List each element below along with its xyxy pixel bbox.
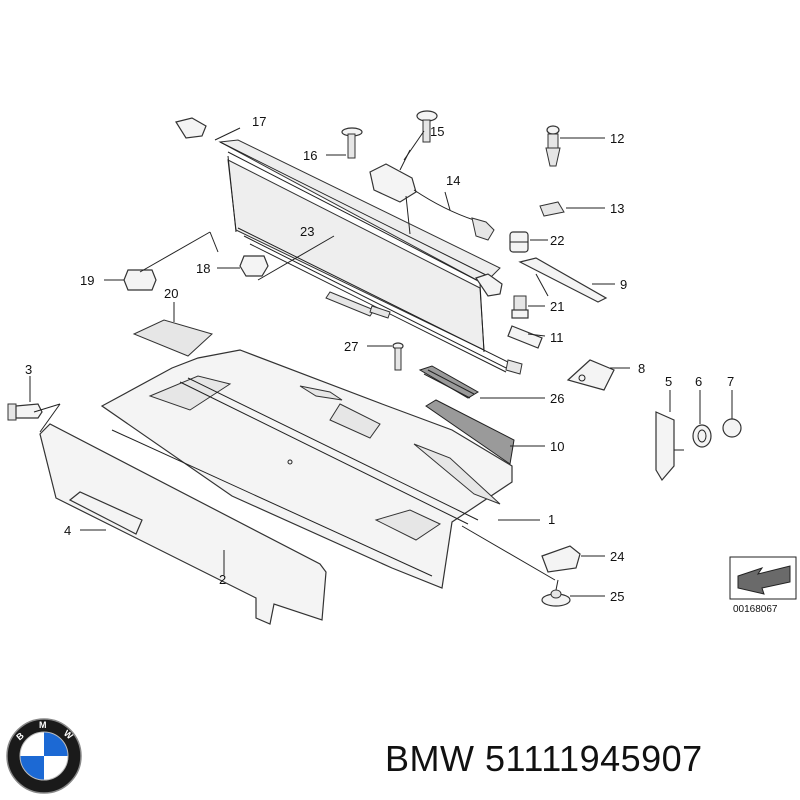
- clip-21: [511, 295, 529, 319]
- bmw-logo: B M W: [6, 718, 82, 794]
- clip-4: [68, 491, 143, 535]
- pad-19: [123, 269, 157, 291]
- callout-15: 15: [430, 124, 444, 139]
- callout-26: 26: [550, 391, 564, 406]
- callout-19: 19: [80, 273, 94, 288]
- handle-5: [655, 411, 684, 482]
- part-number-caption: BMW 51111945907: [385, 738, 703, 779]
- screw-15: [416, 110, 438, 143]
- callout-25: 25: [610, 589, 624, 604]
- callout-27: 27: [344, 339, 358, 354]
- callout-11: 11: [550, 330, 564, 345]
- svg-text:M: M: [39, 720, 47, 730]
- callout-4: 4: [64, 523, 71, 538]
- reference-box: 00168067: [729, 556, 797, 615]
- callout-2: 2: [219, 572, 226, 587]
- callout-6: 6: [695, 374, 702, 389]
- callout-20: 20: [164, 286, 178, 301]
- roller-blind: [175, 117, 523, 375]
- svg-text:B: B: [14, 730, 26, 742]
- callout-22: 22: [550, 233, 564, 248]
- holder-18: [239, 255, 269, 277]
- cable-assembly: [369, 149, 495, 241]
- grommet-6: [692, 424, 712, 448]
- screw-16: [341, 127, 363, 159]
- cap-24: [541, 545, 581, 573]
- callout-5: 5: [665, 374, 672, 389]
- callouts: 1 2 3 4 5 6 7 8 9 10 11 12 13 14 15 16 1…: [25, 114, 734, 604]
- callout-14: 14: [446, 173, 460, 188]
- callout-24: 24: [610, 549, 624, 564]
- leader-lines: [29, 127, 733, 597]
- strip-26: [418, 365, 479, 399]
- callout-7: 7: [727, 374, 734, 389]
- callout-3: 3: [25, 362, 32, 377]
- callout-12: 12: [610, 131, 624, 146]
- callout-17: 17: [252, 114, 266, 129]
- nut-22: [509, 231, 529, 253]
- screw-3: [7, 403, 43, 421]
- cover-20: [132, 319, 213, 357]
- strip-10: [425, 399, 515, 465]
- callout-16: 16: [303, 148, 317, 163]
- callout-10: 10: [550, 439, 564, 454]
- callout-13: 13: [610, 201, 624, 216]
- callout-18: 18: [196, 261, 210, 276]
- reference-code: 00168067: [733, 604, 778, 615]
- side-trim: [39, 423, 327, 625]
- arrow-icon: [737, 565, 791, 595]
- clip-12: [545, 125, 561, 167]
- clip-11: [507, 325, 543, 349]
- callout-1: 1: [548, 512, 555, 527]
- callout-23: 23: [300, 224, 314, 239]
- rear-shelf: [100, 349, 513, 589]
- nut-7: [722, 418, 742, 438]
- screw-27: [392, 342, 404, 371]
- callout-9: 9: [620, 277, 627, 292]
- clip-13: [539, 201, 565, 217]
- callout-8: 8: [638, 361, 645, 376]
- cover-8: [566, 359, 615, 391]
- grommet-25: [541, 589, 571, 607]
- callout-21: 21: [550, 299, 564, 314]
- bracket-9: [518, 257, 608, 303]
